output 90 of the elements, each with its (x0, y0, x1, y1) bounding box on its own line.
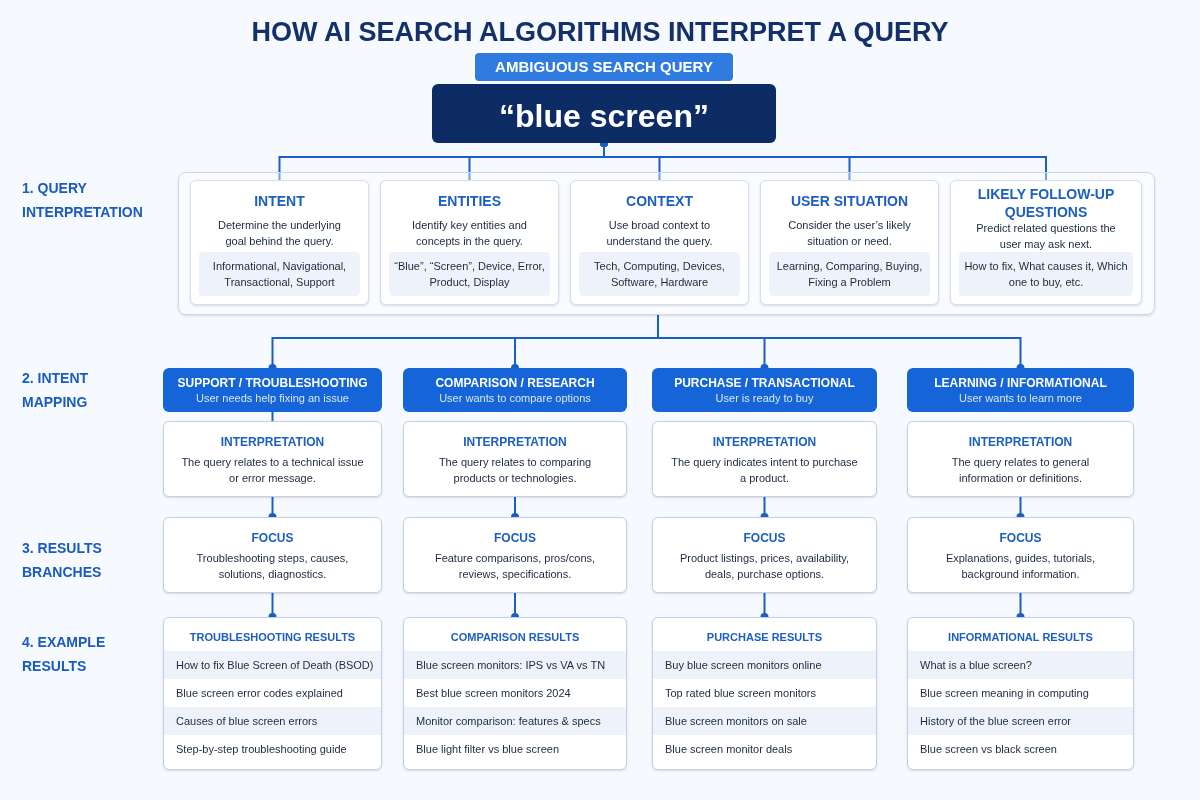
description-text: The query relates to comparing products or technologies. (437, 455, 593, 486)
focus-card (652, 517, 877, 593)
connector-line (271, 411, 274, 422)
section-heading: FOCUS (494, 530, 536, 546)
result-item: History of the blue screen error (908, 707, 1133, 735)
results-heading: TROUBLESHOOTING RESULTS (188, 630, 357, 645)
intent-header (403, 368, 627, 412)
intent-header (163, 368, 382, 412)
result-item: Blue light filter vs blue screen (404, 735, 626, 763)
info-card (760, 180, 939, 305)
result-item: How to fix Blue Screen of Death (BSOD) (164, 651, 381, 679)
card-description: Use broad context to understand the query. (605, 218, 714, 249)
section-heading: FOCUS (251, 530, 294, 546)
interpretation-card (652, 421, 877, 497)
interpretation-card (403, 421, 627, 497)
description-text: Explanations, guides, tutorials, background information. (944, 551, 1097, 582)
results-card (652, 617, 877, 770)
example-list: Tech, Computing, Devices, Software, Hardware (579, 252, 740, 296)
result-item: What is a blue screen? (908, 651, 1133, 679)
query-text: “blue screen” (499, 96, 709, 136)
result-item: Monitor comparison: features & specs (404, 707, 626, 735)
result-item: Top rated blue screen monitors (653, 679, 876, 707)
tag-label (473, 51, 735, 83)
intent-subtitle: User wants to learn more (959, 390, 1082, 406)
intent-title: PURCHASE / TRANSACTIONAL (674, 374, 855, 391)
example-list: Learning, Comparing, Buying, Fixing a Problem (769, 252, 930, 296)
result-item: Causes of blue screen errors (164, 707, 381, 735)
info-card (380, 180, 559, 305)
results-heading: PURCHASE RESULTS (705, 630, 824, 645)
result-item: Best blue screen monitors 2024 (404, 679, 626, 707)
example-list: Informational, Navigational, Transactional, Support (199, 252, 360, 296)
description-text: Troubleshooting steps, causes, solutions, diagnostics. (195, 551, 350, 582)
section-heading: INTERPRETATION (220, 434, 325, 450)
card-description: Determine the underlying goal behind the query. (217, 218, 342, 249)
intent-title: SUPPORT / TROUBLESHOOTING (177, 374, 368, 391)
interpretation-card (907, 421, 1134, 497)
result-item: Blue screen monitor deals (653, 735, 876, 763)
results-heading: COMPARISON RESULTS (449, 630, 581, 645)
stage-label: 3. RESULTS BRANCHES (22, 539, 103, 582)
section-heading: INTERPRETATION (712, 434, 817, 450)
info-card (190, 180, 369, 305)
description-text: Feature comparisons, pros/cons, reviews, specifications. (433, 551, 597, 582)
section-heading: FOCUS (743, 530, 786, 546)
stage-label: 2. INTENT MAPPING (22, 369, 90, 412)
result-item: Buy blue screen monitors online (653, 651, 876, 679)
focus-card (907, 517, 1134, 593)
example-list: “Blue”, “Screen”, Device, Error, Product, Display (389, 252, 550, 296)
description-text: The query relates to general information or definitions. (950, 455, 1091, 486)
result-item: Blue screen vs black screen (908, 735, 1133, 763)
info-card (950, 180, 1142, 305)
results-card (163, 617, 382, 770)
result-item: Blue screen monitors on sale (653, 707, 876, 735)
diagram-title: HOW AI SEARCH ALGORITHMS INTERPRET A QUERY (250, 16, 950, 49)
intent-title: COMPARISON / RESEARCH (435, 374, 595, 391)
result-item: Blue screen monitors: IPS vs VA vs TN (404, 651, 626, 679)
description-text: The query relates to a technical issue or error message. (180, 455, 365, 486)
card-description: Identify key entities and concepts in the query. (411, 218, 528, 249)
section-heading: INTERPRETATION (463, 434, 567, 450)
result-item: Step-by-step troubleshooting guide (164, 735, 381, 763)
intent-subtitle: User is ready to buy (715, 390, 814, 406)
intent-header (907, 368, 1134, 412)
card-title: USER SITUATION (790, 192, 909, 211)
card-description: Predict related questions the user may ask next. (975, 221, 1117, 252)
stage-label: 1. QUERY INTERPRETATION (22, 179, 144, 222)
results-card (403, 617, 627, 770)
card-title: INTENT (254, 192, 305, 211)
intent-subtitle: User wants to compare options (439, 390, 591, 406)
group-panel (178, 172, 1155, 315)
query-box (432, 84, 776, 143)
results-card (907, 617, 1134, 770)
section-heading: FOCUS (999, 530, 1042, 546)
intent-header (652, 368, 877, 412)
intent-subtitle: User needs help fixing an issue (196, 390, 349, 406)
intent-title: LEARNING / INFORMATIONAL (934, 374, 1107, 391)
results-heading: INFORMATIONAL RESULTS (947, 630, 1094, 645)
example-list: How to fix, What causes it, Which one to buy, etc. (959, 252, 1133, 296)
interpretation-card (163, 421, 382, 497)
card-title: CONTEXT (626, 192, 693, 211)
result-item: Blue screen error codes explained (164, 679, 381, 707)
card-title: ENTITIES (438, 192, 501, 211)
result-item: Blue screen meaning in computing (908, 679, 1133, 707)
description-text: The query indicates intent to purchase a product. (670, 455, 859, 486)
focus-card (163, 517, 382, 593)
tag-text: AMBIGUOUS SEARCH QUERY (495, 56, 713, 77)
focus-card (403, 517, 627, 593)
card-description: Consider the user’s likely situation or need. (787, 218, 912, 249)
info-card (570, 180, 749, 305)
section-heading: INTERPRETATION (968, 434, 1073, 450)
stage-label: 4. EXAMPLE RESULTS (22, 633, 107, 676)
description-text: Product listings, prices, availability, deals, purchase options. (678, 551, 851, 582)
